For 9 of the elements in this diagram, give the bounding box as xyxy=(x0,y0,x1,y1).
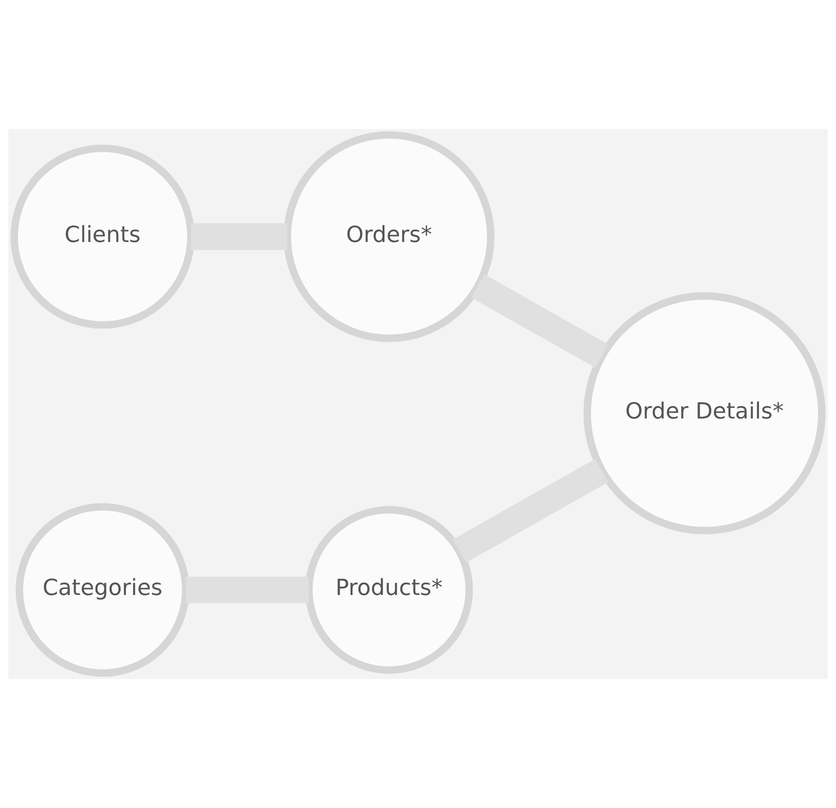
connector xyxy=(471,274,608,368)
node-circle: Products* xyxy=(305,506,473,674)
node-circle: Order Details* xyxy=(584,292,826,534)
connector xyxy=(186,576,309,604)
node-circle: Categories xyxy=(16,503,190,677)
connector xyxy=(191,223,288,250)
node-circle: Clients xyxy=(10,144,195,329)
node-circle: Orders* xyxy=(284,131,494,342)
connector xyxy=(452,458,608,563)
